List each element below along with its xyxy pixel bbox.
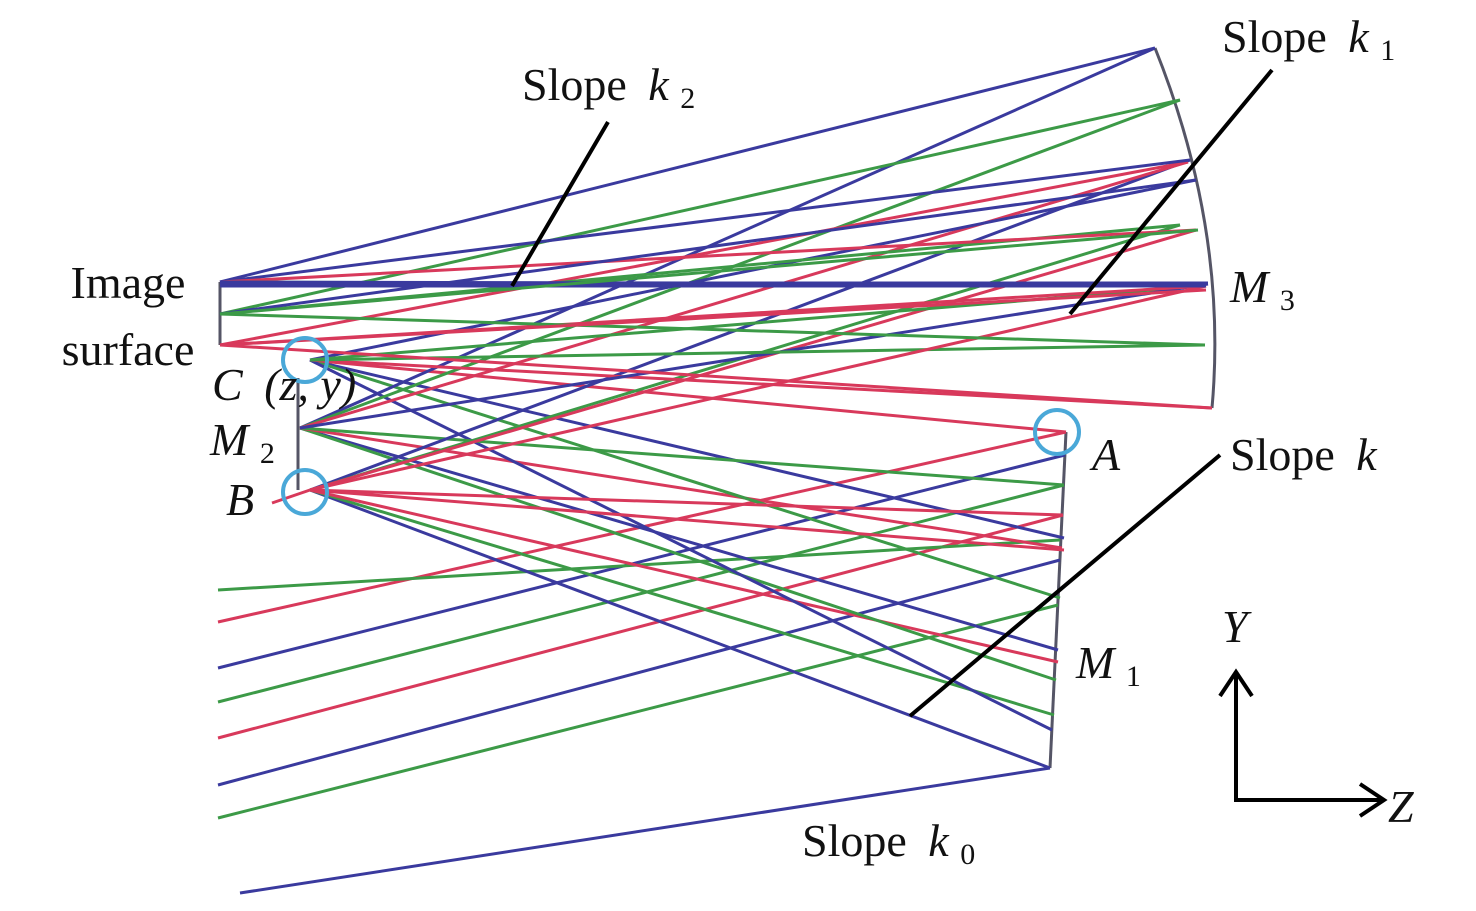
slope-word: Slope: [1230, 429, 1335, 480]
ray-green: [219, 312, 1206, 347]
ray-green: [309, 358, 1061, 600]
mirror-m3: [1153, 47, 1217, 409]
ray-blue: [299, 46, 1156, 430]
slope-word: Slope: [522, 59, 627, 110]
slope-pointers: [510, 68, 1274, 718]
mirror-m-symbol: M: [1075, 637, 1117, 688]
ray-blue: [309, 158, 1191, 492]
labels: Image surface Slope k 2 Slope k 1 Slope …: [62, 11, 1414, 871]
slope-subscript: 1: [1380, 34, 1395, 67]
ray-red: [309, 228, 1197, 492]
slope-k-symbol: k: [928, 815, 950, 866]
mirror-subscript: 2: [260, 437, 275, 470]
mirror-m3-label: M 3: [1229, 261, 1295, 317]
slope-k2-label: Slope k 2: [522, 59, 695, 115]
slope-subscript: 0: [960, 838, 975, 871]
ray-blue: [309, 358, 1065, 540]
slope-subscript: 2: [680, 82, 695, 115]
ray-red: [219, 343, 1213, 410]
mirror-subscript: 1: [1126, 660, 1141, 693]
mirror-m-symbol: M: [209, 414, 251, 465]
ray-green: [217, 483, 1065, 704]
ray-red: [309, 358, 1067, 434]
mirror-m2-label: M 2: [209, 414, 275, 470]
ray-blue: [309, 488, 1051, 770]
slope-k-symbol: k: [1356, 429, 1378, 480]
mirror-m1-label: M 1: [1075, 637, 1141, 693]
ray-red: [299, 426, 1063, 550]
slope-word: Slope: [802, 815, 907, 866]
slope-k-label: Slope k: [1230, 429, 1378, 480]
y-arrow-head: [1218, 668, 1254, 698]
image-surface-label: surface: [62, 324, 195, 375]
ray-red: [219, 228, 1197, 284]
ray-red: [217, 513, 1064, 740]
ray-blue: [299, 282, 1209, 430]
ray-green: [299, 426, 1057, 682]
ray-blue: [239, 766, 1051, 895]
point-a-label: A: [1089, 429, 1121, 480]
ray-green: [219, 228, 1199, 316]
axes-lines: [1234, 672, 1384, 802]
ray-blue: [219, 158, 1191, 284]
ray-red: [309, 358, 1213, 410]
slope-k1-pointer: [1068, 68, 1274, 316]
mirror-subscript: 3: [1280, 284, 1295, 317]
ray-green: [309, 488, 1055, 717]
slope-k0-label: Slope k 0: [802, 815, 975, 871]
ray-green: [309, 343, 1206, 362]
ray-green: [299, 98, 1181, 430]
ray-red: [309, 488, 1059, 664]
ray-green: [299, 426, 1065, 487]
axis-y-label: Y: [1222, 601, 1252, 652]
ray-red: [299, 160, 1189, 430]
point-a-marker: [1033, 408, 1081, 456]
point-c-letter: C: [212, 359, 244, 410]
mirror-m-symbol: M: [1229, 261, 1271, 312]
mirror-m1: [1048, 431, 1068, 769]
slope-k2-pointer: [510, 120, 610, 288]
slope-k-symbol: k: [648, 59, 670, 110]
ray-blue: [217, 558, 1061, 787]
slope-word: Slope: [1222, 11, 1327, 62]
point-markers: [281, 336, 1081, 516]
point-c-marker: [281, 336, 329, 384]
mirrors: [218, 47, 1217, 769]
axes-glyph: [1218, 668, 1388, 818]
ray-red: [219, 160, 1189, 347]
point-c-coordinates: (z, y): [264, 359, 356, 410]
point-b-marker: [281, 468, 329, 516]
slope-k1-label: Slope k 1: [1222, 11, 1395, 67]
axis-z-label: Z: [1388, 781, 1414, 832]
slope-k-symbol: k: [1348, 11, 1370, 62]
ray-red: [309, 488, 1064, 517]
ray-red: [271, 488, 311, 505]
ray-blue: [219, 178, 1197, 316]
ray-green: [219, 98, 1181, 316]
ray-blue: [309, 358, 1053, 732]
ray-blue: [217, 453, 1066, 670]
image-surface-label: Image: [71, 257, 186, 308]
ray-blue: [219, 46, 1156, 284]
ray-green: [217, 603, 1059, 820]
ray-red: [219, 288, 1207, 347]
z-arrow-head: [1358, 782, 1388, 818]
point-b-label: B: [226, 474, 254, 525]
ray-red: [309, 488, 1065, 552]
point-c-label: C (z, y): [212, 359, 356, 410]
slope-k-pointer: [908, 453, 1222, 718]
rays: [217, 46, 1213, 895]
ray-red: [309, 284, 1207, 492]
